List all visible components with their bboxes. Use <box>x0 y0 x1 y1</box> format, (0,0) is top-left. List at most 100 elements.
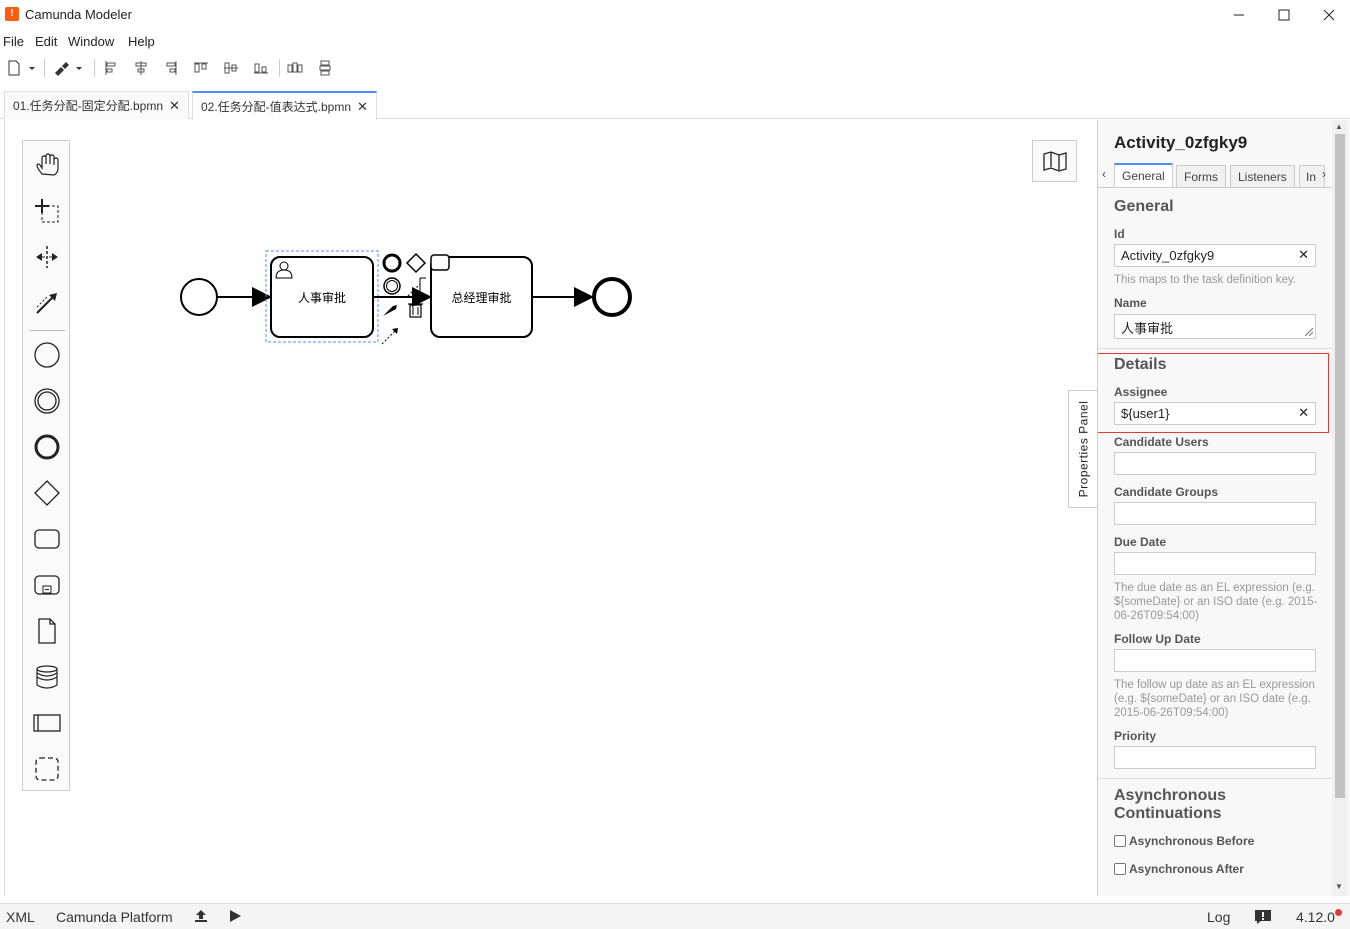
scroll-thumb[interactable] <box>1335 134 1345 798</box>
data-store-icon <box>36 665 58 689</box>
lasso-icon <box>35 199 59 223</box>
name-label: Name <box>1114 296 1147 310</box>
clear-id-icon[interactable]: ✕ <box>1298 247 1309 262</box>
priority-label: Priority <box>1114 729 1157 743</box>
tab-label: 02.任务分配-值表达式.bpmn <box>201 100 352 114</box>
start-instance-button[interactable] <box>227 908 243 927</box>
deploy-button[interactable] <box>193 908 209 927</box>
menu-help[interactable]: Help <box>128 34 155 49</box>
subprocess-icon <box>34 575 60 595</box>
align-right-button[interactable] <box>162 58 180 78</box>
tab-general[interactable]: General <box>1114 163 1173 187</box>
close-icon <box>1323 9 1335 21</box>
maximize-button[interactable] <box>1261 0 1307 30</box>
element-id-title: Activity_0zfgky9 <box>1114 133 1248 152</box>
tab-forms[interactable]: Forms <box>1176 165 1226 187</box>
minimize-button[interactable] <box>1216 0 1262 30</box>
maximize-icon <box>1278 9 1290 21</box>
async-after-checkbox[interactable] <box>1114 863 1126 875</box>
name-field[interactable]: 人事审批 <box>1114 314 1316 339</box>
general-heading: General <box>1114 198 1174 215</box>
align-top-button[interactable] <box>192 58 210 78</box>
tab-scroll-right-icon[interactable]: › <box>1322 167 1326 181</box>
space-tool-button[interactable] <box>32 242 62 272</box>
menu-window[interactable]: Window <box>68 34 115 49</box>
tab-listeners[interactable]: Listeners <box>1230 165 1295 187</box>
xml-view-button[interactable]: XML <box>6 909 35 925</box>
align-center-button[interactable] <box>132 58 150 78</box>
align-bottom-button[interactable] <box>252 58 270 78</box>
create-gateway-button[interactable] <box>32 478 62 508</box>
create-data-object-button[interactable] <box>32 616 62 646</box>
status-bar: XML Camunda Platform Log 4.12.0 <box>0 903 1350 929</box>
assignee-label: Assignee <box>1114 385 1168 399</box>
id-description: This maps to the task definition key. <box>1114 274 1296 286</box>
candidate-groups-label: Candidate Groups <box>1114 485 1219 499</box>
distribute-vertical-button[interactable] <box>316 58 334 78</box>
id-field[interactable]: Activity_0zfgky9 ✕ <box>1114 244 1316 267</box>
align-center-icon <box>135 61 147 75</box>
menu-file[interactable]: File <box>3 34 24 49</box>
tab-label: 01.任务分配-固定分配.bpmn <box>13 99 164 113</box>
tab-file-02[interactable]: 02.任务分配-值表达式.bpmn ✕ <box>192 91 377 120</box>
map-icon <box>1042 151 1067 172</box>
lasso-tool-button[interactable] <box>32 196 62 226</box>
create-group-button[interactable] <box>32 754 62 784</box>
assignee-field[interactable]: ${user1} ✕ <box>1114 402 1316 425</box>
toolbar <box>0 56 1350 80</box>
create-task-button[interactable] <box>32 524 62 554</box>
tab-file-01[interactable]: 01.任务分配-固定分配.bpmn ✕ <box>4 91 189 119</box>
brush-icon <box>55 62 82 76</box>
follow-up-date-label: Follow Up Date <box>1114 632 1201 646</box>
task-label: 人事审批 <box>297 291 346 305</box>
create-subprocess-button[interactable] <box>32 570 62 600</box>
minimap-toggle-button[interactable] <box>1032 140 1077 182</box>
candidate-users-field[interactable] <box>1114 452 1316 475</box>
create-data-store-button[interactable] <box>32 662 62 692</box>
due-date-field[interactable] <box>1114 552 1316 575</box>
new-file-button[interactable] <box>4 58 36 78</box>
properties-scrollbar[interactable]: ▲ ▼ <box>1332 120 1348 896</box>
align-right-icon <box>166 61 177 75</box>
distribute-horizontal-button[interactable] <box>286 58 304 78</box>
create-end-event-button[interactable] <box>32 432 62 462</box>
create-start-event-button[interactable] <box>32 340 62 370</box>
scroll-up-icon[interactable]: ▲ <box>1335 122 1343 131</box>
close-window-button[interactable] <box>1306 0 1350 30</box>
candidate-groups-field[interactable] <box>1114 502 1316 525</box>
follow-up-date-description: The follow up date as an EL expression (… <box>1114 679 1315 719</box>
feedback-icon <box>1255 910 1271 924</box>
async-before-checkbox-row[interactable]: Asynchronous Before <box>1114 834 1254 848</box>
start-event-icon <box>34 342 60 368</box>
async-after-checkbox-row[interactable]: Asynchronous After <box>1114 862 1244 876</box>
modeling-canvas[interactable] <box>4 120 1097 896</box>
align-top-icon <box>194 62 208 73</box>
hand-tool-button[interactable] <box>32 150 62 180</box>
create-pool-button[interactable] <box>32 708 62 738</box>
tab-scroll-left-icon[interactable]: ‹ <box>1102 167 1106 181</box>
task-icon <box>34 529 60 549</box>
close-tab-icon[interactable]: ✕ <box>357 98 368 114</box>
version-label[interactable]: 4.12.0 <box>1296 909 1335 925</box>
clear-assignee-icon[interactable]: ✕ <box>1298 405 1309 420</box>
feedback-button[interactable] <box>1254 909 1272 928</box>
edit-tools-button[interactable] <box>52 58 86 78</box>
tab-input-output[interactable]: In <box>1299 165 1325 187</box>
intermediate-event-icon <box>34 388 60 414</box>
global-connect-tool-button[interactable] <box>32 288 62 318</box>
scroll-down-icon[interactable]: ▼ <box>1335 882 1343 891</box>
log-button[interactable]: Log <box>1207 909 1231 925</box>
properties-panel-toggle[interactable]: Properties Panel <box>1068 390 1098 508</box>
menu-edit[interactable]: Edit <box>35 34 58 49</box>
close-tab-icon[interactable]: ✕ <box>169 97 180 113</box>
platform-selector[interactable]: Camunda Platform <box>56 909 173 925</box>
highlight-box <box>1098 353 1329 433</box>
priority-field[interactable] <box>1114 746 1316 769</box>
align-left-button[interactable] <box>102 58 120 78</box>
create-intermediate-event-button[interactable] <box>32 386 62 416</box>
align-left-icon <box>105 61 116 75</box>
async-before-checkbox[interactable] <box>1114 835 1126 847</box>
resize-handle-icon[interactable] <box>1305 328 1313 336</box>
align-middle-button[interactable] <box>222 58 240 78</box>
follow-up-date-field[interactable] <box>1114 649 1316 672</box>
